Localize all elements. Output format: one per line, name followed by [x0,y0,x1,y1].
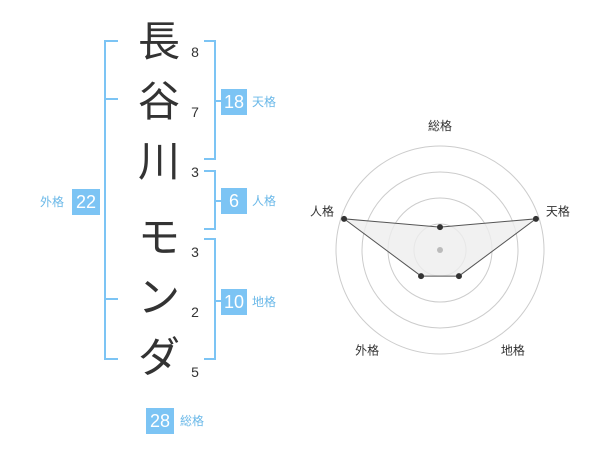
radar-point-2 [532,215,539,222]
radar-axis-label-2: 天格 [546,204,570,219]
name-char-5: ン [137,273,180,322]
name-char-4: モ [137,213,180,262]
jinkaku-label: 人格 [252,194,277,208]
tenkaku-value-badge: 18 [221,89,247,115]
stroke-count-4: 3 [191,244,199,260]
stroke-count-6: 5 [191,364,199,380]
radar-ring-4 [335,145,545,355]
soukaku-label: 総格 [180,414,205,428]
stroke-count-3: 3 [191,164,199,180]
chikaku-value-badge: 10 [221,289,247,315]
radar-point-1 [437,224,443,231]
radar-axis-label-3: 地格 [501,342,525,357]
radar-axis-label-1: 総格 [428,118,452,133]
radar-axis-label-4: 外格 [355,342,379,357]
radar-axis-label-5: 人格 [310,204,334,219]
gaikaku-value-badge: 22 [72,189,100,215]
stroke-count-5: 2 [191,304,199,320]
soukaku-value-badge: 28 [146,408,174,434]
stroke-count-1: 8 [191,44,199,60]
radar-point-3 [455,273,462,280]
jinkaku-value-badge: 6 [221,188,247,214]
radar-point-5 [341,215,348,222]
radar-point-4 [418,273,425,280]
radar-ring-3 [361,171,519,329]
radar-center-point [437,247,443,253]
name-char-6: ダ [137,333,180,382]
tenkaku-label: 天格 [252,95,277,109]
name-char-2: 谷 [137,77,180,126]
chikaku-label: 地格 [252,295,277,309]
gaikaku-label: 外格 [40,195,65,209]
stroke-count-2: 7 [191,104,199,120]
name-char-3: 川 [137,137,180,186]
name-char-1: 長 [137,17,180,66]
